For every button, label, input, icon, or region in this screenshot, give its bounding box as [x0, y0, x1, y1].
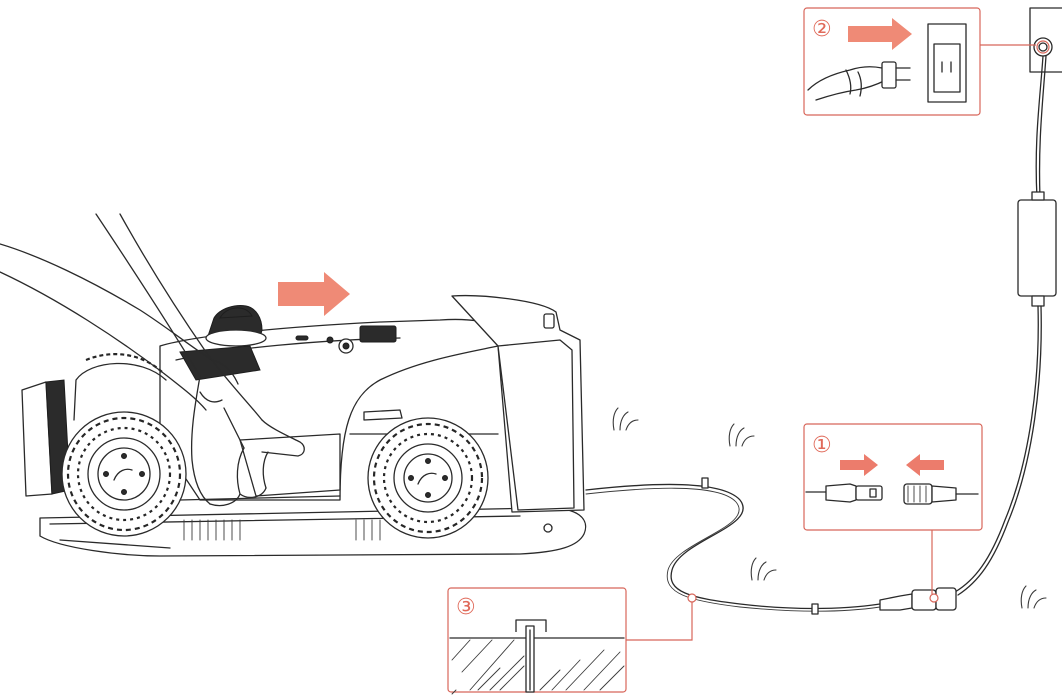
- callout-3-box: ③: [448, 588, 692, 694]
- robot-mower: [22, 296, 586, 556]
- cable-connector: [880, 588, 956, 610]
- grass-tuft: [613, 408, 638, 430]
- callout-3-number: ③: [456, 595, 476, 620]
- callout-1-box: ①: [804, 424, 982, 594]
- grass-tuft: [729, 424, 754, 446]
- front-wheel: [368, 418, 488, 538]
- callout-1-number: ①: [812, 433, 832, 458]
- power-adapter: [1018, 192, 1056, 306]
- rear-wheel: [62, 412, 186, 536]
- push-direction-arrow: [278, 272, 350, 316]
- power-cable: [1036, 56, 1046, 198]
- grass-tuft: [1021, 586, 1046, 608]
- callout-2-box: ②: [804, 8, 1036, 115]
- grass-tuft: [751, 558, 776, 580]
- callout-2-number: ②: [812, 17, 832, 42]
